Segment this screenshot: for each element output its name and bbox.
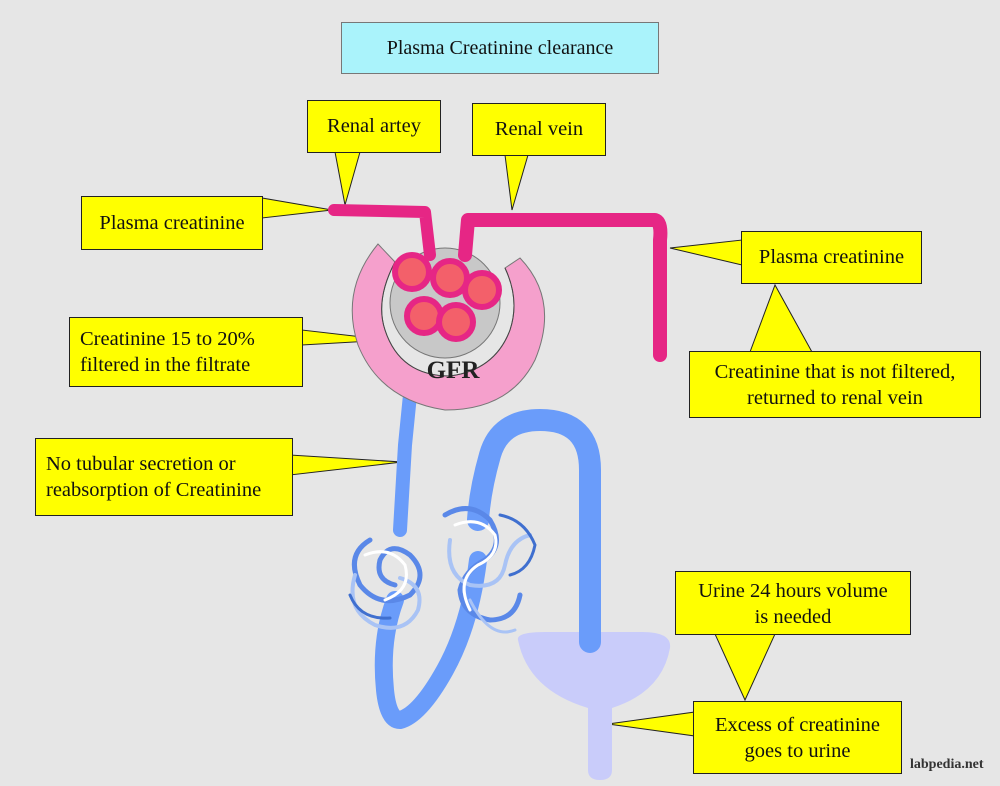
callout-filtered-line2: filtered in the filtrate bbox=[80, 354, 251, 376]
callout-urine-volume-line2: is needed bbox=[754, 606, 832, 628]
pointer-excess bbox=[607, 711, 696, 737]
proximal-tubule bbox=[393, 388, 417, 537]
bowman-space-outline bbox=[381, 261, 515, 377]
callout-urine-volume-line1: Urine 24 hours volume bbox=[698, 580, 888, 602]
pointer-renal-artery bbox=[334, 151, 361, 206]
callout-creatinine-filtered: Creatinine 15 to 20% filtered in the fil… bbox=[69, 317, 303, 387]
callout-renal-artery: Renal artey bbox=[307, 100, 441, 153]
callout-tubular-line2: reabsorption of Creatinine bbox=[46, 479, 262, 501]
watermark: labpedia.net bbox=[910, 757, 984, 772]
collecting-duct bbox=[467, 408, 601, 653]
pointer-urine-volume bbox=[714, 633, 776, 702]
callout-excess-line1: Excess of creatinine bbox=[714, 714, 881, 736]
gfr-label: GFR bbox=[426, 357, 480, 384]
callout-urine-volume: Urine 24 hours volume is needed bbox=[675, 571, 911, 635]
callout-excess-line2: goes to urine bbox=[744, 740, 851, 762]
pointer-not-filtered bbox=[749, 283, 813, 353]
callout-not-filtered: Creatinine that is not filtered, returne… bbox=[689, 351, 981, 418]
pointer-tubular bbox=[289, 454, 403, 476]
pointer-plasma-in bbox=[261, 197, 333, 219]
renal-artery-vessel bbox=[328, 204, 436, 261]
callout-renal-vein: Renal vein bbox=[472, 103, 606, 156]
callout-plasma-creatinine-out: Plasma creatinine bbox=[741, 231, 922, 284]
pointer-plasma-out bbox=[669, 239, 743, 266]
renal-vein-vessel bbox=[458, 213, 668, 362]
convoluted-tubule-left bbox=[348, 537, 423, 630]
bladder bbox=[517, 632, 671, 780]
callout-not-filtered-line1: Creatinine that is not filtered, bbox=[714, 361, 956, 383]
convoluted-tubule-right bbox=[442, 506, 537, 634]
callout-plasma-creatinine-in: Plasma creatinine bbox=[81, 196, 263, 250]
callout-tubular: No tubular secretion or reabsorption of … bbox=[35, 438, 293, 516]
glomerular-capillaries bbox=[392, 252, 502, 342]
callout-tubular-line1: No tubular secretion or bbox=[46, 453, 236, 475]
callout-excess-creatinine: Excess of creatinine goes to urine bbox=[693, 701, 902, 774]
loop-of-henle bbox=[374, 551, 487, 730]
callout-not-filtered-line2: returned to renal vein bbox=[747, 387, 923, 409]
diagram-title: Plasma Creatinine clearance bbox=[341, 22, 659, 74]
pointer-renal-vein bbox=[504, 154, 529, 211]
callout-filtered-line1: Creatinine 15 to 20% bbox=[80, 328, 255, 350]
